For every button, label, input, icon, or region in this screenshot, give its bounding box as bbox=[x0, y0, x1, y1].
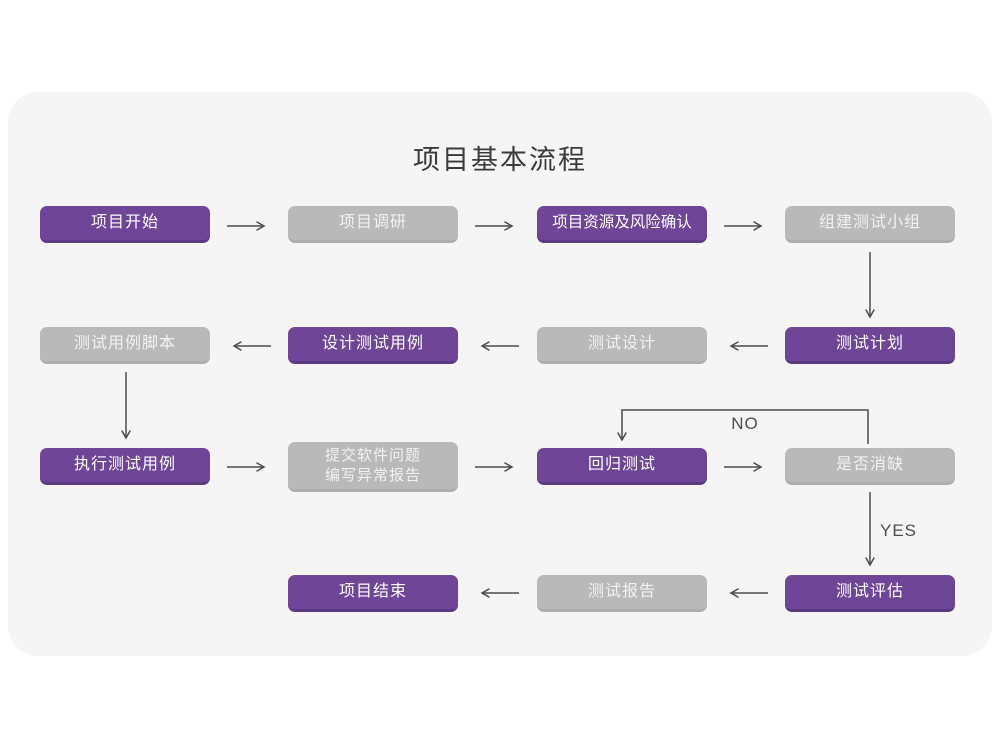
node-label: 测试报告 bbox=[587, 583, 656, 601]
node-build-test-team[interactable]: 组建测试小组 bbox=[785, 206, 955, 243]
node-label: 测试计划 bbox=[835, 335, 904, 353]
flowchart-card bbox=[8, 92, 992, 656]
node-test-report[interactable]: 测试报告 bbox=[537, 575, 707, 612]
node-label: 测试用例脚本 bbox=[73, 335, 176, 353]
node-label: 测试评估 bbox=[835, 583, 904, 601]
node-label: 项目结束 bbox=[338, 583, 407, 601]
node-defect-cleared-check[interactable]: 是否消缺 bbox=[785, 448, 955, 485]
node-resource-risk-confirm[interactable]: 项目资源及风险确认 bbox=[537, 206, 707, 243]
node-label: 执行测试用例 bbox=[73, 456, 176, 474]
edge-label-yes: YES bbox=[880, 521, 918, 540]
node-label: 项目调研 bbox=[338, 214, 407, 232]
node-test-plan[interactable]: 测试计划 bbox=[785, 327, 955, 364]
node-label-line2: 编写异常报告 bbox=[324, 466, 421, 484]
node-execute-test-cases[interactable]: 执行测试用例 bbox=[40, 448, 210, 485]
node-label: 项目开始 bbox=[90, 214, 159, 232]
node-label: 测试设计 bbox=[587, 335, 656, 353]
node-design-test-cases[interactable]: 设计测试用例 bbox=[288, 327, 458, 364]
node-regression-test[interactable]: 回归测试 bbox=[537, 448, 707, 485]
node-test-evaluation[interactable]: 测试评估 bbox=[785, 575, 955, 612]
node-label: 设计测试用例 bbox=[321, 335, 424, 353]
edge-label-no: NO bbox=[731, 414, 759, 433]
node-label-line1: 提交软件问题 bbox=[324, 446, 421, 464]
node-submit-issues-report[interactable]: 提交软件问题 编写异常报告 bbox=[288, 442, 458, 492]
node-project-start[interactable]: 项目开始 bbox=[40, 206, 210, 243]
node-label: 是否消缺 bbox=[835, 456, 904, 474]
node-label: 组建测试小组 bbox=[818, 214, 921, 232]
node-project-research[interactable]: 项目调研 bbox=[288, 206, 458, 243]
node-project-end[interactable]: 项目结束 bbox=[288, 575, 458, 612]
node-label: 回归测试 bbox=[587, 456, 656, 474]
node-label: 项目资源及风险确认 bbox=[552, 213, 692, 231]
node-test-design[interactable]: 测试设计 bbox=[537, 327, 707, 364]
diagram-title: 项目基本流程 bbox=[413, 145, 587, 175]
node-test-case-script[interactable]: 测试用例脚本 bbox=[40, 327, 210, 364]
